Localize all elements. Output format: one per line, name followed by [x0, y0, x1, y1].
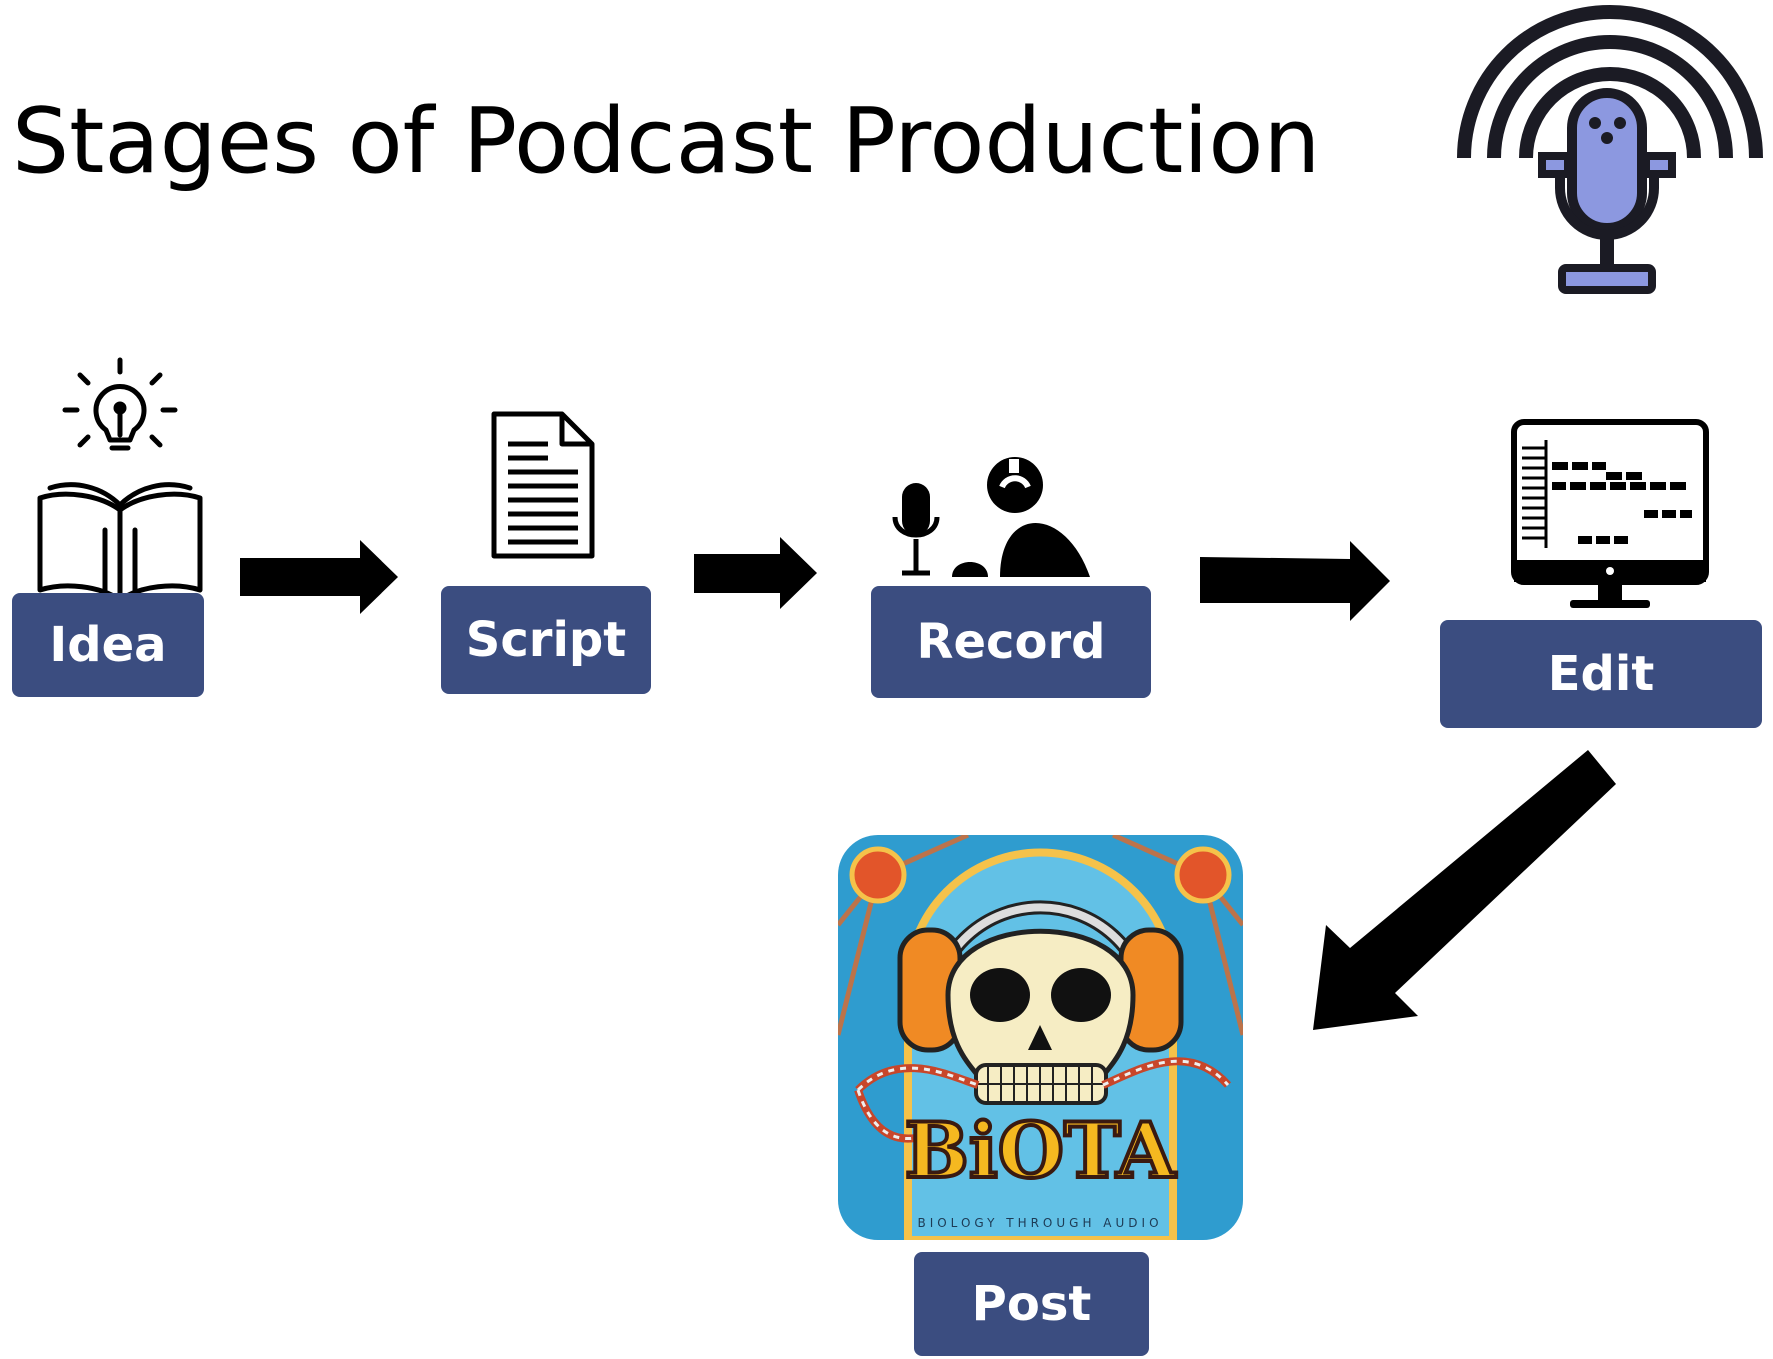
arrow-edit-to-post: [1313, 750, 1616, 1030]
podcast-microphone-icon: [1457, 5, 1763, 294]
page-title: Stages of Podcast Production: [12, 89, 1321, 194]
podcast-cover-art: BiOTA BIOLOGY THROUGH AUDIO: [838, 835, 1243, 1240]
arrow-script-to-record: [694, 537, 817, 609]
recording-person-icon: [892, 457, 1090, 577]
cover-tagline: BIOLOGY THROUGH AUDIO: [917, 1216, 1162, 1230]
monitor-editing-icon: [1511, 419, 1709, 608]
book-lightbulb-icon: [37, 357, 203, 603]
cover-logo-text: BiOTA: [905, 1106, 1177, 1195]
stage-idea: Idea: [12, 593, 204, 697]
stage-post: Post: [914, 1252, 1149, 1356]
document-icon: [491, 411, 595, 559]
arrow-idea-to-script: [240, 540, 398, 614]
stage-record: Record: [871, 586, 1151, 698]
stage-script: Script: [441, 586, 651, 694]
arrow-record-to-edit: [1200, 541, 1390, 621]
stage-edit: Edit: [1440, 620, 1762, 728]
